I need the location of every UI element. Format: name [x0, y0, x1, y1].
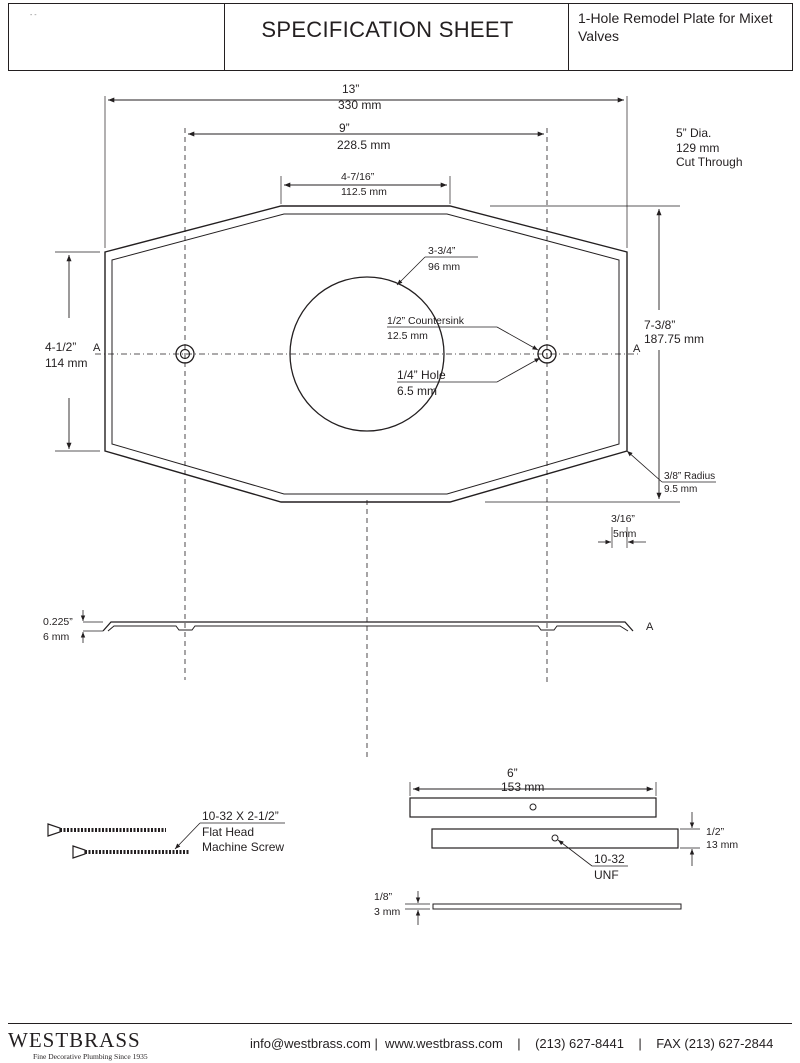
- side-height-in: 4-1/2”: [45, 340, 76, 354]
- section-label-left: A: [93, 342, 101, 354]
- thickness-mm: 6 mm: [43, 631, 70, 643]
- bracket-width-mm: 13 mm: [706, 839, 738, 851]
- product-name-line1: 1-Hole Remodel Plate for Mixet: [578, 10, 773, 26]
- thread-type: UNF: [594, 868, 619, 882]
- radius-mm: 9.5 mm: [664, 484, 697, 495]
- plate-side-profile: [102, 621, 634, 632]
- plate-side-profile-inner: [107, 625, 629, 632]
- header-divider: [568, 4, 569, 70]
- radius-in: 3/8” Radius: [664, 471, 715, 482]
- bracket-bar-bottom: [431, 828, 679, 849]
- screw-leader: [174, 822, 201, 850]
- cut-through-dia: 5” Dia.: [676, 126, 711, 140]
- bracket-width-in: 1/2”: [706, 826, 725, 838]
- footer-divider: [8, 1023, 792, 1024]
- small-hole-mm: 6.5 mm: [397, 384, 437, 398]
- product-name-line2: Valves: [578, 28, 619, 44]
- thread-leader: [557, 839, 593, 867]
- countersink-leader: [496, 326, 539, 351]
- plate-outline: [104, 205, 628, 503]
- section-label-right: A: [633, 343, 641, 355]
- center-hole-in: 3-3/4”: [428, 245, 456, 257]
- header-box: [8, 3, 793, 71]
- thin-strip: [432, 903, 682, 910]
- screw-lower: [72, 845, 190, 859]
- cut-through-mm: 129 mm: [676, 141, 719, 155]
- thickness-in: 0.225”: [43, 616, 73, 628]
- bracket-bottom-hole: [551, 834, 559, 842]
- brand-tagline: Fine Decorative Plumbing Since 1935: [33, 1052, 148, 1061]
- bracket-top-hole: [529, 803, 537, 811]
- center-hole-mm: 96 mm: [428, 261, 460, 273]
- hole-spacing-mm: 228.5 mm: [337, 138, 390, 152]
- flange-mm: 5mm: [613, 528, 637, 540]
- brand-logo: WESTBRASS: [8, 1028, 141, 1052]
- flange-in: 3/16”: [611, 513, 635, 525]
- strip-thickness-mm: 3 mm: [374, 906, 401, 918]
- plate-inner-outline: [111, 213, 620, 495]
- screw-type: Machine Screw: [202, 840, 284, 854]
- center-hole-leader: [396, 256, 426, 286]
- radius-leader: [626, 450, 663, 483]
- hole-spacing-in: 9”: [339, 121, 350, 135]
- product-name: 1-Hole Remodel Plate for Mixet Valves: [578, 9, 783, 45]
- bracket-length-in: 6”: [507, 766, 518, 780]
- small-hole-in: 1/4” Hole: [397, 368, 446, 382]
- small-hole-leader: [496, 357, 541, 383]
- screw-upper: [47, 823, 166, 837]
- sheet-title: SPECIFICATION SHEET: [261, 17, 514, 42]
- bracket-length-mm: 153 mm: [501, 780, 544, 794]
- section-label-side: A: [646, 621, 654, 633]
- overall-height-in: 7-3/8”: [644, 318, 675, 332]
- cut-through-label: Cut Through: [676, 155, 743, 169]
- screw-spec: 10-32 X 2-1/2”: [202, 809, 279, 823]
- right-screw-hole: [537, 344, 557, 364]
- overall-height-mm: 187.75 mm: [644, 332, 704, 346]
- thread-size: 10-32: [594, 852, 625, 866]
- screw-head: Flat Head: [202, 825, 254, 839]
- top-edge-in: 4-7/16”: [341, 171, 375, 183]
- overall-width-mm: 330 mm: [338, 98, 381, 112]
- cut-through-circle: [289, 276, 445, 432]
- header-divider: [224, 4, 225, 70]
- countersink-in: 1/2” Countersink: [387, 315, 465, 327]
- top-edge-mm: 112.5 mm: [341, 186, 387, 198]
- bracket-bar-top: [409, 797, 657, 818]
- contact-info[interactable]: info@westbrass.com | www.westbrass.com |…: [250, 1036, 774, 1051]
- technical-drawing: 13” 330 mm 9” 228.5 mm 4-7/16” 112.5 mm …: [43, 82, 743, 925]
- countersink-mm: 12.5 mm: [387, 330, 428, 342]
- left-screw-hole: [175, 344, 195, 364]
- side-height-mm: 114 mm: [45, 356, 87, 370]
- strip-thickness-in: 1/8”: [374, 891, 393, 903]
- header-mark: - -: [30, 12, 37, 19]
- overall-width-in: 13”: [342, 82, 359, 96]
